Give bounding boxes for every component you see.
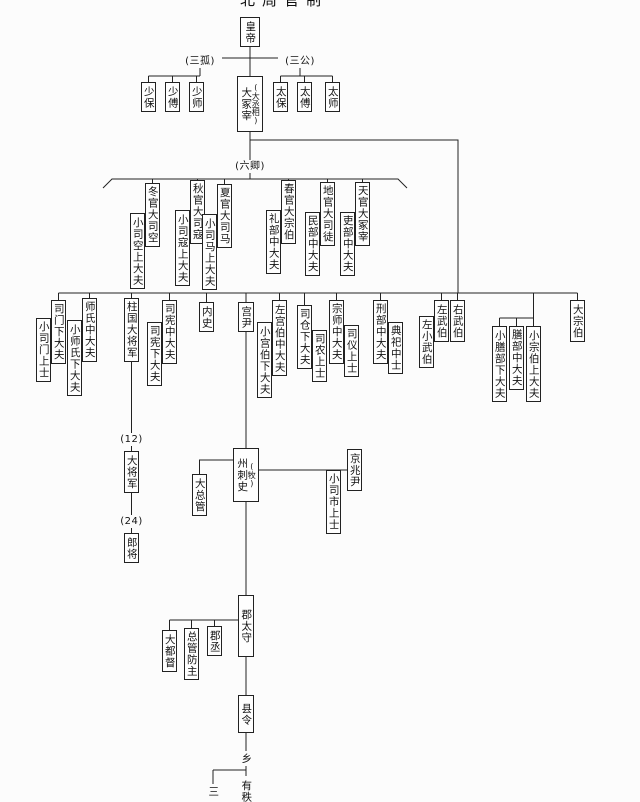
zuo-wubo-box: 左武伯: [434, 300, 449, 342]
minbu-box: 民部中大夫: [305, 212, 320, 276]
xiao-gongbo-box: 小宫伯下大夫: [257, 322, 272, 398]
libu-box: 礼部中大夫: [266, 210, 281, 274]
shanbu-box: 膳部中大夫: [509, 326, 524, 390]
xiao-sikong-box: 小司空上大夫: [130, 213, 145, 289]
simen-box: 司门下大夫: [51, 300, 66, 364]
emperor-box: 皇帝: [240, 17, 260, 47]
zuo-xiao-wubo-box: 左小武伯: [419, 316, 434, 368]
taibao-box: 太保: [273, 82, 288, 112]
you-wubo-box: 右武伯: [450, 300, 465, 342]
siyi-box: 司仪上士: [344, 325, 359, 377]
zongguan-fangzhu-box: 总管防主: [184, 628, 199, 680]
dazongbo-box: 大宗伯: [570, 300, 585, 342]
sangong-label: (三公): [278, 55, 322, 68]
count-24-label: (24): [117, 515, 146, 528]
diguan-dasitu-box: 地官大司徒: [320, 182, 335, 246]
langjiang-box: 郎将: [124, 533, 139, 563]
edge-zhou-left-branch: [199, 459, 233, 474]
shaoshi-box: 少师: [189, 82, 204, 112]
xianling-box: 县令: [238, 695, 254, 733]
sicang-box: 司仓下大夫: [297, 305, 312, 369]
da-zongguan-box: 大总管: [192, 474, 207, 516]
dazhongzai-box-label: 大冢宰: [240, 86, 253, 122]
chunguan-dazongbo-box: 春官大宗伯: [281, 180, 296, 244]
xiaguan-dasima-box: 夏官大司马: [217, 184, 232, 248]
zuo-gongbo-box: 左宫伯中大夫: [272, 300, 287, 376]
xiao-sikou-box: 小司寇上大夫: [175, 210, 190, 286]
zongshi-box: 宗师中大夫: [329, 300, 344, 364]
zhuguo-dajiangjun-box: 柱国大将军: [124, 298, 139, 362]
xingbu-box: 刑部中大夫: [373, 300, 388, 364]
dongguan-dasikong-box: 冬官大司空: [145, 183, 160, 247]
xiao-shishi-box: 小师氏下大夫: [67, 320, 82, 396]
zhou-cishi-box: 州刺史(牧): [233, 448, 259, 502]
diansi-box: 典祀中士: [388, 322, 403, 374]
liuqing-label: (六卿): [230, 160, 270, 173]
jingzhao-yin-box: 京兆尹: [347, 449, 362, 491]
jun-taishou-box: 郡太守: [238, 595, 254, 657]
youzhi-label: 有秩: [239, 776, 253, 802]
juncheng-box: 郡丞: [207, 626, 222, 656]
dazhongzai-box-annotation: (大丞相): [251, 83, 261, 125]
dazhongzai-box: 大冢宰(大丞相): [237, 76, 263, 132]
xiao-zongbo-box: 小宗伯上大夫: [526, 326, 541, 402]
gongyin-box: 宫尹: [238, 302, 254, 332]
xiao-sishi-box: 小司市上士: [326, 470, 341, 534]
sixian-box: 司宪中大夫: [162, 300, 177, 364]
tianguan-dazhongzai-box: 天官大冢宰: [355, 182, 370, 246]
zhou-cishi-box-label: 州刺史: [236, 457, 249, 493]
xiao-simen-box: 小司门上士: [36, 318, 51, 382]
edge-liuqing-bracket: [102, 178, 408, 189]
shishi-box: 师氏中大夫: [82, 298, 97, 362]
shaofu-box: 少傅: [165, 82, 180, 112]
libu-official-box: 吏部中大夫: [340, 212, 355, 276]
neishi-box: 内史: [199, 302, 214, 332]
edge-right-branch: [250, 139, 459, 293]
taishi-box: 太师: [325, 82, 340, 112]
xiao-shanbu-box: 小膳部下大夫: [492, 326, 507, 402]
xiang-label: 乡: [239, 751, 253, 766]
da-dudu-box: 大都督: [162, 630, 177, 672]
shaobao-box: 少保: [141, 82, 156, 112]
dajiangjun-box: 大将军: [124, 451, 139, 493]
sangu-label: (三孤): [178, 55, 222, 68]
chart-title-partial: 北周官制: [240, 0, 329, 9]
zhou-cishi-box-annotation: (牧): [247, 462, 257, 488]
san-label: 三: [206, 784, 220, 799]
qiuguan-dasikou-box: 秋官大司寇: [190, 180, 205, 244]
sixian-xia-box: 司宪下大夫: [147, 322, 162, 386]
taifu-box: 太傅: [297, 82, 312, 112]
count-12-label: (12): [117, 433, 146, 446]
sinong-box: 司农上士: [312, 330, 327, 382]
xiao-sima-box: 小司马上大夫: [202, 214, 217, 290]
